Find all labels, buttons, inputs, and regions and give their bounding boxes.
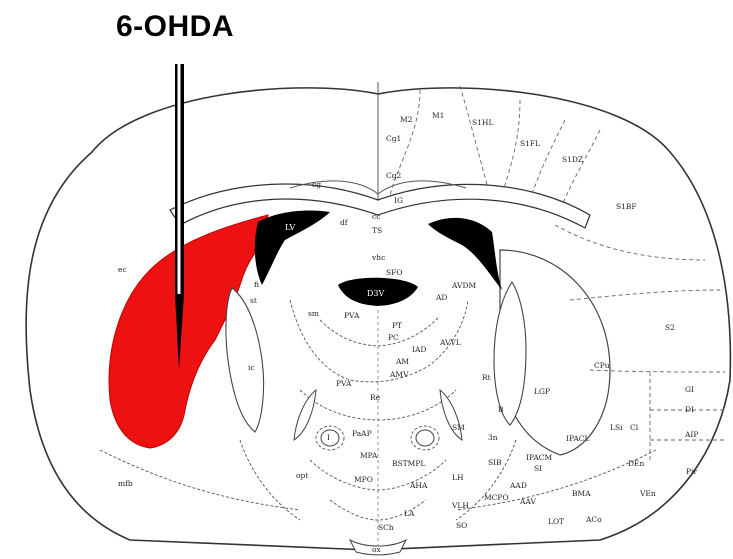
label-cg1: Cg1 xyxy=(386,134,401,143)
label-pir: Pir xyxy=(686,467,697,476)
label-bstmpl: BSTMPL xyxy=(392,459,425,468)
label-ig: IG xyxy=(394,196,403,205)
label-m2: M2 xyxy=(400,115,413,124)
label-vhc: vhc xyxy=(371,253,385,262)
label-lot: LOT xyxy=(548,517,564,526)
label-so: SO xyxy=(456,521,467,530)
label-sch: SCh xyxy=(378,523,394,532)
label-mcpo: MCPO xyxy=(484,493,509,502)
label-avvl: AVVL xyxy=(439,338,461,347)
label-den: DEn xyxy=(628,459,644,468)
label-rt: Rt xyxy=(482,373,491,382)
label-s2: S2 xyxy=(665,323,675,332)
label-cg: cg xyxy=(312,180,321,189)
label-aip: AIP xyxy=(684,430,698,439)
label-s1fl: S1FL xyxy=(520,139,540,148)
label-ipacm: IPACM xyxy=(526,453,552,462)
label-bma: BMA xyxy=(572,489,591,498)
label-mpo: MPO xyxy=(354,475,373,484)
label-b: B xyxy=(498,405,504,414)
label-amv: AMV xyxy=(389,370,409,379)
label-mfb: mfb xyxy=(118,479,133,488)
label-vlh: VLH xyxy=(451,501,469,510)
label-si: SI xyxy=(534,464,542,473)
label-pva2: PVA xyxy=(336,379,352,388)
label-pc: PC xyxy=(388,333,399,342)
label-d3v: D3V xyxy=(367,289,385,298)
label-di: DI xyxy=(685,405,694,414)
label-lh: LH xyxy=(452,473,464,482)
label-lsi: LSi xyxy=(610,423,623,432)
label-ven: VEn xyxy=(639,489,656,498)
label-aad: AAD xyxy=(509,481,527,490)
label-aha: AHA xyxy=(409,481,428,490)
label-m1: M1 xyxy=(432,111,444,120)
label-df: df xyxy=(340,218,349,227)
label-am: AM xyxy=(395,357,409,366)
label-pt: PT xyxy=(392,321,402,330)
label-fi: fi xyxy=(254,280,259,289)
label-paap: PaAP xyxy=(352,429,372,438)
label-s1bf: S1BF xyxy=(616,202,637,211)
label-sm2: SM xyxy=(452,423,465,432)
label-aav: AAV xyxy=(519,497,536,506)
label-ic: ic xyxy=(248,363,255,372)
label-sfo: SFO xyxy=(386,268,403,277)
label-ipacl: IPACL xyxy=(566,434,589,443)
label-3n: 3n xyxy=(488,433,498,442)
label-s1dz: S1DZ xyxy=(562,155,583,164)
label-avdm: AVDM xyxy=(451,281,476,290)
label-cl: Cl xyxy=(630,423,639,432)
label-lgp: LGP xyxy=(534,387,550,396)
label-gi: GI xyxy=(685,385,694,394)
label-la: LA xyxy=(404,509,415,518)
label-pva: PVA xyxy=(344,311,360,320)
label-ts: TS xyxy=(372,226,382,235)
label-cg2: Cg2 xyxy=(386,171,402,180)
label-ec: ec xyxy=(118,265,127,274)
label-cpu: CPu xyxy=(594,361,610,370)
label-i: I xyxy=(327,433,330,442)
label-aco: ACo xyxy=(585,515,602,524)
label-cc: cc xyxy=(372,212,380,221)
label-ox: ox xyxy=(372,545,382,554)
label-mpa: MPA xyxy=(360,451,378,460)
label-st: st xyxy=(250,296,257,305)
label-sm: sm xyxy=(308,309,319,318)
label-iad: IAD xyxy=(412,345,426,354)
label-lv: LV xyxy=(285,223,295,232)
label-ad: AD xyxy=(435,293,447,302)
label-sib: SIB xyxy=(488,458,502,467)
label-re: Re xyxy=(370,393,381,402)
label-s1hl: S1HL xyxy=(472,118,493,127)
label-opt: opt xyxy=(296,471,308,480)
